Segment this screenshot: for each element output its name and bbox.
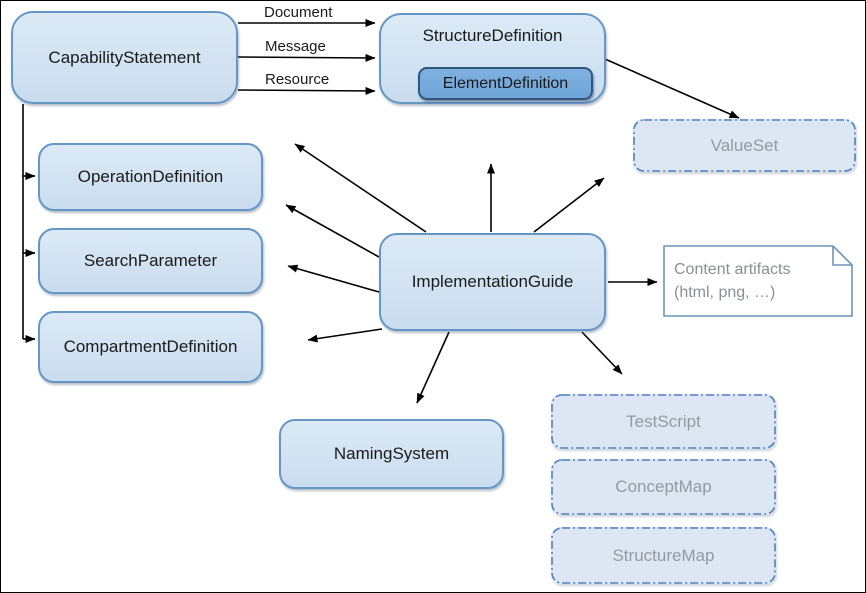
conceptmap-dashed-border bbox=[551, 459, 776, 515]
node-conceptmap: ConceptMap bbox=[551, 459, 776, 515]
node-elementdefinition: ElementDefinition bbox=[418, 67, 593, 100]
node-valueset: ValueSet bbox=[633, 119, 856, 172]
node-operationdefinition: OperationDefinition bbox=[38, 143, 263, 211]
note-outline bbox=[663, 245, 853, 317]
node-searchparameter: SearchParameter bbox=[38, 228, 263, 294]
node-structuredefinition-label: StructureDefinition bbox=[422, 26, 563, 45]
edge-label-resource: Resource bbox=[265, 71, 330, 88]
testscript-dashed-border bbox=[551, 394, 776, 449]
node-structuremap: StructureMap bbox=[551, 527, 776, 584]
node-capabilitystatement-label: CapabilityStatement bbox=[48, 47, 201, 67]
node-operationdefinition-label: OperationDefinition bbox=[77, 167, 224, 186]
node-structuredefinition: StructureDefinition ElementDefinition bbox=[379, 13, 606, 104]
node-implementationguide-label: ImplementationGuide bbox=[411, 272, 574, 291]
node-compartmentdefinition: CompartmentDefinition bbox=[38, 311, 263, 383]
content-artifacts-line2: (html, png, …) bbox=[674, 284, 776, 301]
node-namingsystem: NamingSystem bbox=[279, 419, 504, 489]
node-valueset-label: ValueSet bbox=[710, 135, 779, 155]
valueset-dashed-border bbox=[633, 119, 856, 172]
node-structuremap-label: StructureMap bbox=[612, 545, 715, 565]
node-compartmentdefinition-label: CompartmentDefinition bbox=[63, 337, 238, 356]
node-conceptmap-label: ConceptMap bbox=[615, 477, 712, 496]
node-searchparameter-label: SearchParameter bbox=[83, 251, 218, 270]
edge-label-message: Message bbox=[265, 38, 326, 55]
node-namingsystem-label: NamingSystem bbox=[333, 444, 450, 463]
node-elementdefinition-label: ElementDefinition bbox=[442, 74, 569, 92]
node-content-artifacts: Content artifacts (html, png, …) bbox=[663, 245, 853, 317]
node-capabilitystatement: CapabilityStatement bbox=[11, 11, 238, 104]
node-content-artifacts-label: Content artifacts (html, png, …) bbox=[663, 245, 791, 304]
node-implementationguide: ImplementationGuide bbox=[379, 233, 606, 331]
node-testscript-label: TestScript bbox=[626, 411, 701, 431]
structuremap-dashed-border bbox=[551, 527, 776, 584]
node-testscript: TestScript bbox=[551, 394, 776, 449]
content-artifacts-line1: Content artifacts bbox=[674, 261, 791, 278]
edge-label-document: Document bbox=[264, 4, 333, 21]
